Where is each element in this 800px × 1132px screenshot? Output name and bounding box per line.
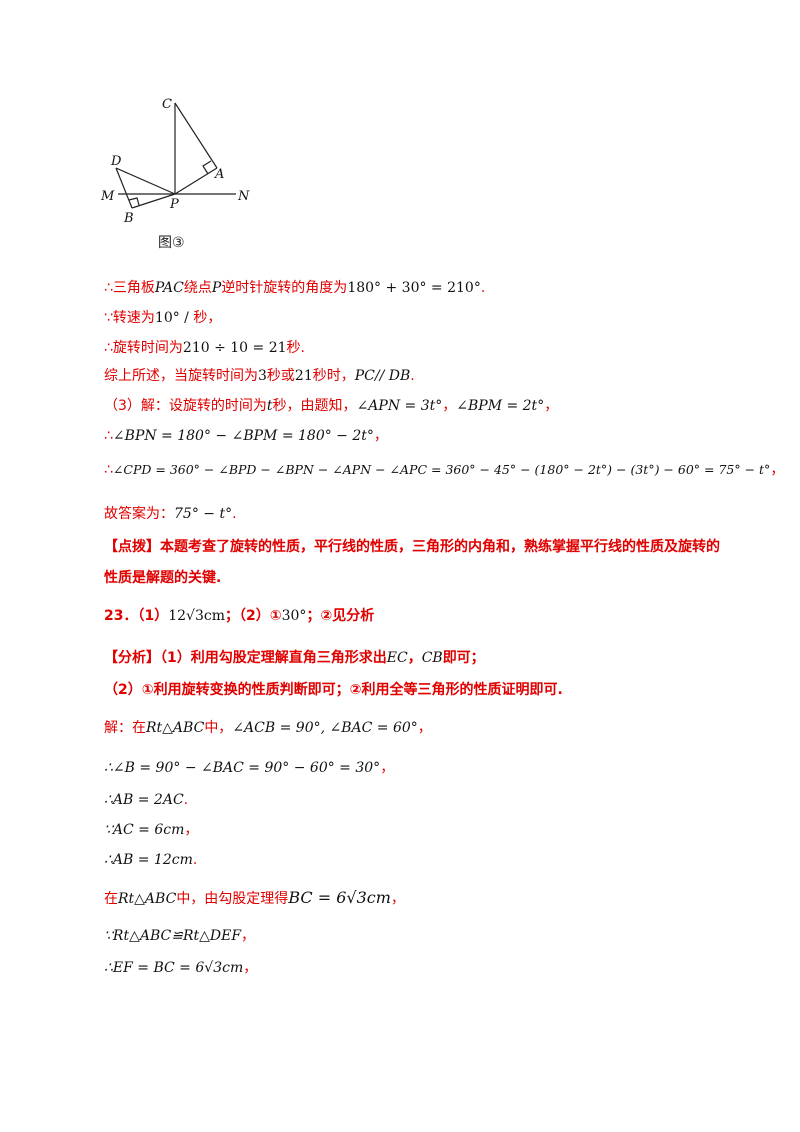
text-line-5: （3）解：设旋转的时间为t秒，由题知，∠APN = 3t°，∠BPM = 2t°… <box>104 398 559 414</box>
text-line-1: ∴三角板PAC绕点P逆时针旋转的角度为180° + 30° = 210°. <box>104 280 486 296</box>
label-m: M <box>100 189 115 204</box>
text-line-15: ∴∠B = 90° − ∠BAC = 90° − 60° = 30°， <box>104 760 395 776</box>
label-p: P <box>169 197 179 212</box>
text-line-17: ∵AC = 6cm， <box>104 822 199 838</box>
label-b: B <box>123 211 134 226</box>
text-line-9: 【点拨】本题考查了旋转的性质，平行线的性质，三角形的内角和，熟练掌握平行线的性质… <box>104 539 720 555</box>
geometry-figure: C D A M P N B 图③ <box>100 97 250 251</box>
text-line-8: 故答案为：75° − t°. <box>104 506 237 522</box>
label-d: D <box>110 154 122 169</box>
right-angle-mark-b <box>128 197 140 206</box>
segment-bp <box>131 193 176 209</box>
segment-dp <box>115 167 176 195</box>
segment-pa <box>174 167 218 195</box>
figure-caption: 图③ <box>158 235 185 251</box>
text-line-16: ∴AB = 2AC. <box>104 792 189 808</box>
text-line-12: 【分析】（1）利用勾股定理解直角三角形求出EC，CB即可； <box>104 650 485 666</box>
text-line-7: ∴∠CPD = 360° − ∠BPD − ∠BPN − ∠APN − ∠APC… <box>104 462 785 478</box>
text-line-6: ∴∠BPN = 180° − ∠BPM = 180° − 2t°， <box>104 428 388 444</box>
text-line-19: 在Rt△ABC中，由勾股定理得BC = 6√3cm， <box>104 888 405 907</box>
text-line-11: 23．（1）12√3cm；（2）①30°；②见分析 <box>104 608 375 624</box>
text-line-2: ∵转速为10° / 秒， <box>104 310 222 326</box>
text-line-10: 性质是解题的关键. <box>104 570 222 586</box>
text-line-21: ∴EF = BC = 6√3cm， <box>104 960 258 976</box>
label-n: N <box>237 189 250 204</box>
text-line-18: ∴AB = 12cm. <box>104 852 198 868</box>
text-line-14: 解：在Rt△ABC中，∠ACB = 90°, ∠BAC = 60°， <box>104 720 432 736</box>
label-a: A <box>214 167 224 182</box>
text-line-20: ∵Rt△ABC≌Rt△DEF， <box>104 928 256 944</box>
segment-ca <box>174 102 218 169</box>
text-line-3: ∴旋转时间为210 ÷ 10 = 21秒. <box>104 340 305 356</box>
segment-db <box>115 167 133 209</box>
label-c: C <box>162 97 172 112</box>
text-line-13: （2）①利用旋转变换的性质判断即可；②利用全等三角形的性质证明即可. <box>104 682 563 698</box>
text-line-4: 综上所述，当旋转时间为3秒或21秒时，PC// DB. <box>104 368 415 384</box>
right-angle-mark-a <box>202 160 212 175</box>
